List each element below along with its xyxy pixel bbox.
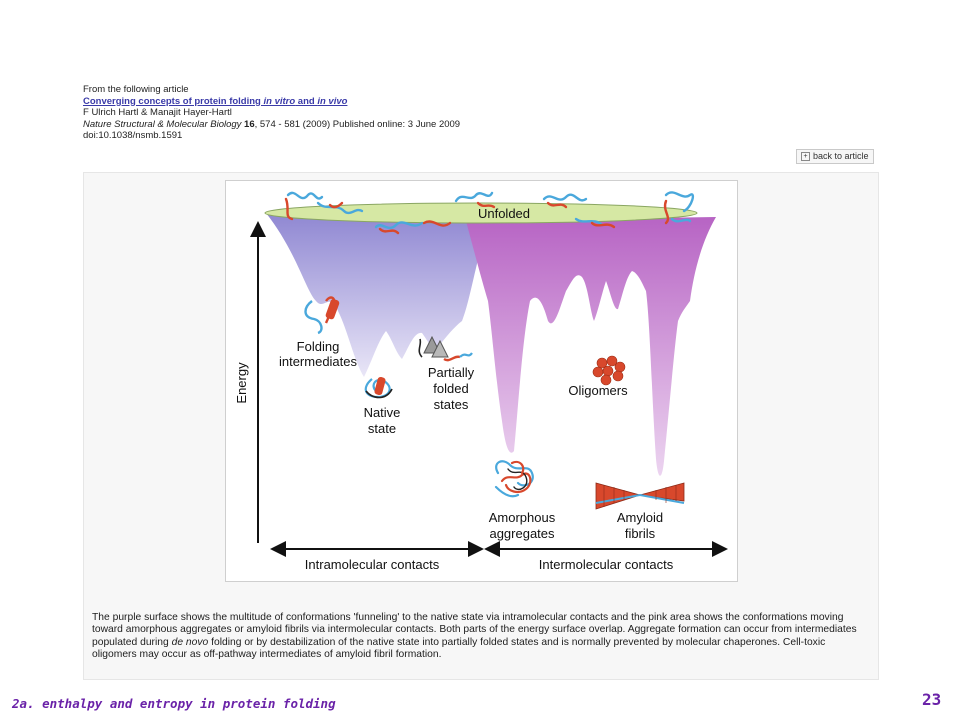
journal-name: Nature Structural & Molecular Biology	[83, 118, 242, 130]
oligomers-icon	[592, 355, 626, 386]
caption-italic: de novo	[171, 636, 209, 648]
figure-caption: The purple surface shows the multitude o…	[92, 612, 872, 661]
title-italic-1: in vitro	[263, 95, 296, 107]
partial-label-2: folded	[433, 381, 468, 396]
purple-energy-surface	[266, 213, 488, 377]
amorphous-aggregates-icon	[494, 460, 534, 498]
native-label-1: Native	[364, 405, 401, 420]
amyloid-label-1: Amyloid	[617, 510, 663, 525]
title-italic-2: in vivo	[317, 95, 348, 107]
slide-title: 2a. enthalpy and entropy in protein fold…	[12, 696, 336, 711]
energy-landscape-figure: Energy Unfolded	[225, 180, 738, 582]
title-and: and	[295, 95, 318, 107]
intro-text: From the following article	[83, 84, 189, 95]
amorphous-label-1: Amorphous	[489, 510, 556, 525]
caption-part-2: folding or by destabilization of the nat…	[92, 636, 826, 660]
journal-volume: 16	[244, 118, 255, 130]
native-state-icon	[364, 376, 393, 399]
back-to-article-button[interactable]: + back to article	[796, 149, 874, 164]
amyloid-label-2: fibrils	[625, 526, 656, 541]
intramolecular-label: Intramolecular contacts	[305, 557, 440, 572]
page-number: 23	[922, 690, 942, 709]
intermolecular-label: Intermolecular contacts	[539, 557, 674, 572]
pink-energy-surface	[466, 217, 716, 476]
article-header: From the following article Converging co…	[83, 84, 503, 142]
amorphous-label-2: aggregates	[489, 526, 555, 541]
partial-label-3: states	[434, 397, 469, 412]
back-to-article-label: back to article	[813, 151, 869, 161]
journal-pages: , 574 - 581 (2009) Published online: 3 J…	[254, 118, 461, 130]
amyloid-fibrils-icon	[595, 482, 685, 510]
energy-landscape-svg: Energy Unfolded	[234, 191, 728, 572]
unfolded-chains-icon	[284, 191, 695, 235]
native-label-2: state	[368, 421, 396, 436]
unfolded-ellipse	[264, 202, 698, 224]
title-plain: Converging concepts of protein folding	[83, 95, 264, 107]
folding-label-1: Folding	[297, 339, 340, 354]
plus-box-icon: +	[801, 152, 810, 161]
oligomers-label: Oligomers	[568, 383, 628, 398]
partially-folded-icon	[418, 335, 473, 362]
unfolded-label: Unfolded	[478, 206, 530, 221]
caption-part-1: The purple surface shows the multitude o…	[92, 612, 857, 648]
folding-label-2: intermediates	[279, 354, 358, 369]
energy-axis-label: Energy	[234, 362, 249, 404]
authors: F Ulrich Hartl & Manajit Hayer-Hartl	[83, 107, 232, 119]
folding-intermediate-icon	[304, 296, 340, 335]
journal-citation: Nature Structural & Molecular Biology 16…	[83, 119, 503, 131]
partial-label-1: Partially	[428, 365, 475, 380]
article-title-link[interactable]: Converging concepts of protein folding i…	[83, 96, 503, 108]
doi: doi:10.1038/nsmb.1591	[83, 130, 183, 142]
